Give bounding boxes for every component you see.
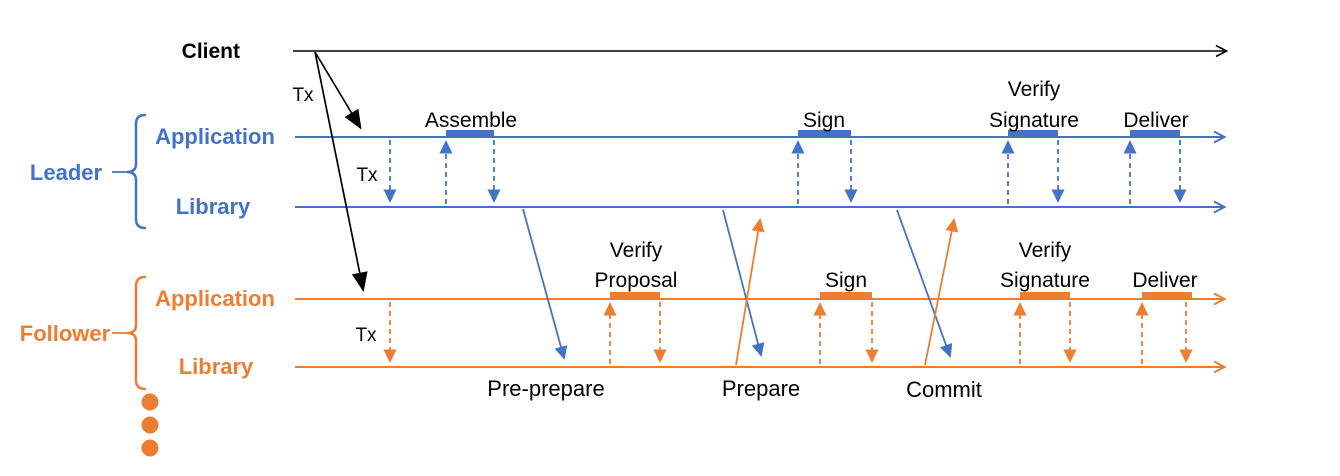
client-tx-arrow-to-follower — [314, 51, 368, 292]
commit-message-follower-to-leader — [924, 218, 959, 366]
leader-brace — [126, 113, 147, 230]
client-tx-arrow-to-leader — [314, 51, 362, 130]
leader-group-label: Leader — [30, 160, 103, 185]
follower-library-label: Library — [179, 354, 254, 379]
preprepare-phase-label: Pre-prepare — [487, 376, 604, 401]
leader-deliver-label: Deliver — [1123, 109, 1188, 132]
follower-verify-proposal-activation-bar — [610, 292, 660, 299]
preprepare-message-arrow — [522, 208, 568, 360]
follower-deliver-label: Deliver — [1132, 269, 1197, 292]
leader-verify-signature-label-line1: Verify — [1008, 78, 1061, 101]
client-tx-messages: Tx Tx Tx — [292, 51, 378, 346]
ellipsis-dot — [141, 416, 159, 434]
follower-verify-signature-label-line1: Verify — [1019, 239, 1072, 262]
prepare-phase-label: Prepare — [722, 376, 800, 401]
tx-label-follower: Tx — [355, 325, 377, 346]
ellipsis-dot — [141, 439, 159, 457]
tx-label-leader: Tx — [356, 165, 378, 186]
follower-application-label: Application — [155, 286, 275, 311]
commit-phase-label: Commit — [906, 377, 982, 402]
follower-verify-signature-activation-bar — [1020, 292, 1070, 299]
leader-internal-calls: Assemble Sign Verify Signature Deliver — [383, 78, 1189, 204]
follower-group-label: Follower — [20, 321, 111, 346]
leader-sign-activation-bar — [798, 130, 851, 137]
leader-sign-label: Sign — [803, 109, 845, 132]
prepare-message-leader-to-follower — [722, 209, 765, 357]
group-braces — [112, 113, 159, 457]
prepare-message-follower-to-leader — [735, 218, 765, 366]
more-followers-ellipsis — [141, 393, 159, 457]
leader-library-label: Library — [176, 194, 251, 219]
leader-application-label: Application — [155, 124, 275, 149]
tx-label-client: Tx — [292, 85, 314, 106]
follower-brace — [126, 275, 147, 391]
commit-message-leader-to-follower — [896, 209, 953, 358]
leader-verify-signature-label-line2: Signature — [989, 109, 1079, 132]
leader-verify-signature-activation-bar — [1008, 130, 1058, 137]
follower-verify-signature-label-line2: Signature — [1000, 269, 1090, 292]
follower-verify-proposal-label-line1: Verify — [610, 239, 663, 262]
follower-internal-calls: Verify Proposal Sign Verify Signature De… — [383, 239, 1198, 364]
phase-messages: Pre-prepare Prepare Commit — [487, 208, 982, 402]
leader-assemble-activation-bar — [446, 130, 494, 137]
client-label: Client — [182, 40, 240, 63]
actor-labels: Client Leader Application Library Follow… — [20, 40, 275, 379]
follower-deliver-activation-bar — [1142, 292, 1192, 299]
leader-assemble-label: Assemble — [425, 109, 517, 132]
follower-verify-proposal-label-line2: Proposal — [595, 269, 678, 292]
leader-deliver-activation-bar — [1130, 130, 1180, 137]
ellipsis-dot — [141, 393, 159, 411]
lifelines — [293, 44, 1229, 374]
follower-sign-label: Sign — [825, 269, 867, 292]
follower-sign-activation-bar — [820, 292, 872, 299]
